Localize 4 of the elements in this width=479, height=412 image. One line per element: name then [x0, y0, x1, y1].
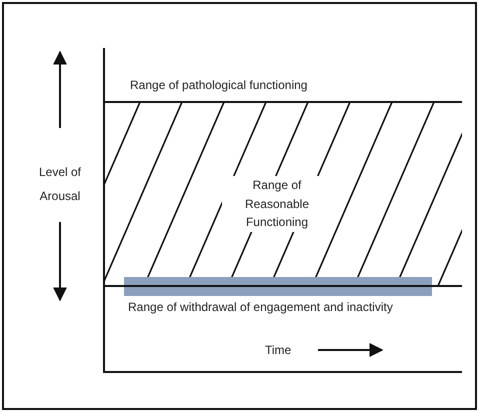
range-label: Range of withdrawal of engagement and inactivity [128, 299, 394, 316]
range-label: Range of pathological functioning [130, 77, 308, 94]
axis-label: Time [265, 342, 292, 359]
axis-label: Level of Arousal [38, 164, 82, 205]
